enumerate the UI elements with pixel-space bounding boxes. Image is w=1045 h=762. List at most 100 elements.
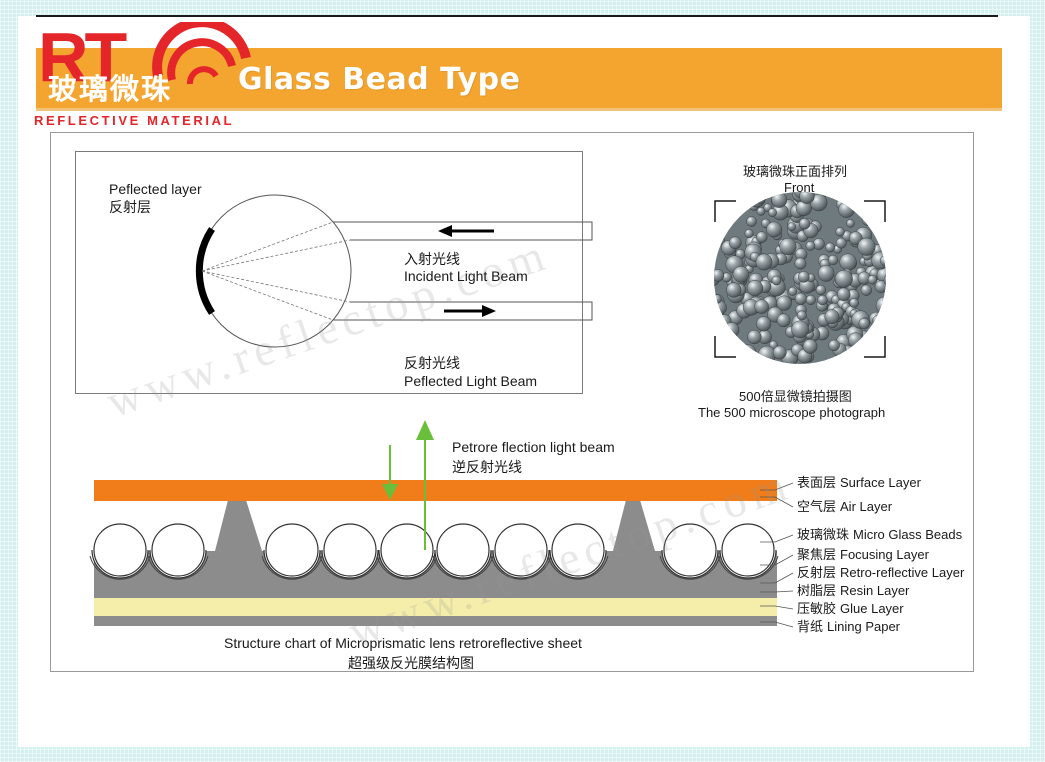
glass-bead [848,332,864,348]
glass-bead [791,320,809,339]
retro-reflective-scallop [432,555,494,580]
glass-bead [828,339,840,352]
glass-bead [748,192,766,208]
retro-reflective-scallop [261,555,323,580]
glass-bead [787,222,797,231]
glass-bead [756,206,766,216]
micro-glass-bead [380,523,434,577]
micro-glass-bead [663,523,717,577]
layer-label-cn: 聚焦层 [797,547,837,562]
structure-caption-cn: 超强级反光膜结构图 [348,655,474,671]
glass-bead [860,284,872,296]
glass-bead [732,266,750,283]
glass-bead [714,269,725,282]
logo: RT [38,18,127,96]
glass-bead [796,310,807,321]
beam-label-en: Petrore flection light beam [452,439,615,455]
page-title: Glass Bead Type [238,62,521,97]
incident-beam [333,221,593,241]
glass-bead [802,339,818,354]
glass-bead [825,242,835,253]
layer-label-cn: 空气层 [797,499,837,514]
glass-bead [839,253,857,271]
structure-caption-en: Structure chart of Microprismatic lens r… [224,635,582,651]
retro-reflective-scallop [147,555,209,580]
glass-bead [788,286,798,296]
glass-bead [728,236,742,250]
glass-bead [835,227,845,237]
beam-label-cn: 逆反射光线 [452,459,522,475]
photo-caption-bottom-en: The 500 microscope photograph [698,405,886,420]
glass-bead [812,238,825,250]
glass-bead [746,280,764,297]
layer-label-en: Focusing Layer [840,547,929,562]
header-rule [36,15,998,17]
glass-bead [757,345,776,364]
diagram-frame [50,132,974,672]
reflective-arc [195,227,215,315]
glass-bead [879,255,886,267]
photo-caption-top-en: Front [784,180,815,195]
microscope-photo [714,192,886,364]
glass-bead [805,294,816,305]
glass-bead [867,275,878,285]
glass-bead [817,265,835,282]
surface-layer [94,480,777,501]
layer-label-cn: 背纸 [797,619,824,634]
light-path-frame [75,151,583,394]
glass-bead [861,213,875,226]
glass-bead [756,231,768,243]
retro-reflective-scallop [89,555,151,580]
layer-label-cn: 压敏胶 [797,601,837,616]
glass-bead [883,272,886,288]
micro-glass-bead [323,523,377,577]
retro-reflective-scallop [319,555,381,580]
structure-diagram [89,420,794,628]
leader-line [760,496,794,508]
glass-bead [817,295,828,306]
micro-glass-bead [151,523,205,577]
glass-bead [835,269,853,288]
leader-line [760,572,794,584]
glass-bead [754,299,769,314]
glass-bead [858,317,870,330]
glass-bead [798,270,810,283]
glass-bead [794,257,807,270]
arrow-left-icon [438,225,452,237]
glass-bead [755,253,773,271]
leader-line [760,605,794,610]
photo-caption-bottom-cn: 500倍显微镜拍摄图 [739,389,852,404]
retro-reflective-scallop [717,555,779,580]
glass-bead [779,238,797,256]
beam-up-arrow-icon [416,420,434,440]
glass-bead [756,316,772,332]
glass-bead [794,292,807,305]
layer-label-en: Micro Glass Beads [853,527,963,542]
glass-bead [815,284,827,296]
glass-bead [837,287,851,301]
reflective-layer-label-en: Peflected layer [109,181,202,197]
glass-bead [798,217,811,230]
layer-label-en: Resin Layer [840,583,910,598]
layer-label-en: Lining Paper [827,619,901,634]
glass-bead [766,221,782,238]
leader-line [760,534,794,543]
glass-bead [824,309,840,325]
micro-glass-bead [551,523,605,577]
arrow-right-icon [482,305,496,317]
incident-label-cn: 入射光线 [404,251,460,267]
micro-glass-bead [721,523,775,577]
glass-bead [768,208,777,218]
light-path-diagram [195,194,593,348]
logo-subtitle: REFLECTIVE MATERIAL [34,113,235,128]
glass-bead [746,216,757,227]
retro-reflective-scallop [547,555,609,580]
glass-bead [747,329,762,345]
lining-paper-layer [94,616,777,626]
